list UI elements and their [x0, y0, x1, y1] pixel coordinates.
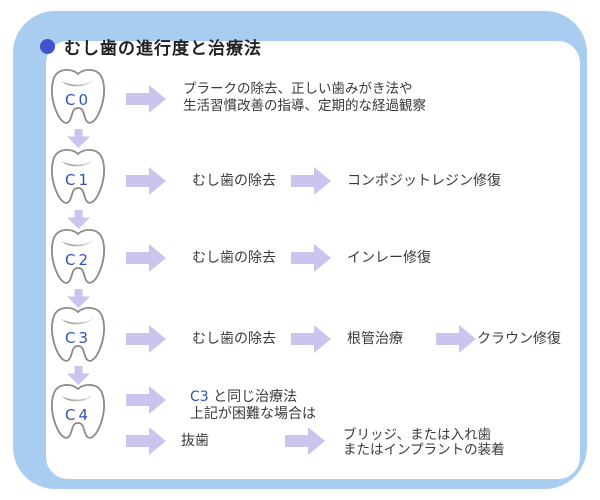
treatment-c4-alt: C3 と同じ治療法 上記が困難な場合は [190, 389, 316, 423]
treatment-c0: プラークの除去、正しい歯みがき法や 生活習慣改善の指導、定期的な経過観察 [183, 81, 426, 115]
stage-label-c4: C4 [65, 406, 91, 424]
treatment-c4-step2-line2: またはインプラントの装着 [343, 442, 505, 458]
arrow-down-icon-c0-c1 [67, 129, 90, 148]
page-title: むし歯の進行度と治療法 [64, 39, 262, 59]
bullet-icon [40, 39, 55, 54]
stage-label-c3: C3 [65, 329, 91, 347]
treatment-c3-step3: クラウン修復 [477, 331, 561, 347]
treatment-c4-step2-line1: ブリッジ、または入れ歯 [343, 427, 492, 443]
arrow-right-icon-c4-1 [126, 385, 166, 415]
treatment-c0-line2: 生活習慣改善の指導、定期的な経過観察 [183, 98, 426, 114]
tooth-c0: C0 [42, 66, 114, 128]
arrow-right-icon-c1-1 [126, 166, 166, 196]
tooth-c1: C1 [42, 146, 114, 208]
arrow-right-icon-c4-3 [285, 426, 325, 456]
treatment-c2-step2: インレー修復 [347, 250, 431, 266]
arrow-right-icon-c2-2 [291, 243, 331, 273]
arrow-right-icon-c3-3 [436, 324, 476, 354]
stage-ref-c3: C3 [190, 389, 209, 405]
stage-label-c0: C0 [65, 91, 91, 109]
tooth-c4: C4 [42, 381, 114, 443]
treatment-c0-line1: プラークの除去、正しい歯みがき法や [183, 81, 413, 97]
treatment-c1-step1: むし歯の除去 [192, 173, 276, 189]
treatment-c4-alt-line2: 上記が困難な場合は [190, 406, 316, 422]
treatment-c4-step2: ブリッジ、または入れ歯 またはインプラントの装着 [343, 428, 505, 458]
stage-label-c2: C2 [65, 251, 91, 269]
treatment-c3-step1: むし歯の除去 [192, 331, 276, 347]
treatment-c1-step2: コンポジットレジン修復 [347, 173, 501, 189]
stage-label-c1: C1 [65, 171, 91, 189]
arrow-right-icon-c2-1 [126, 243, 166, 273]
treatment-c2-step1: むし歯の除去 [192, 250, 276, 266]
arrow-right-icon-c1-2 [291, 166, 331, 196]
arrow-down-icon-c3-c4 [67, 366, 90, 385]
arrow-down-icon-c2-c3 [67, 289, 90, 308]
tooth-c2: C2 [42, 226, 114, 288]
arrow-right-icon-c0-1 [126, 84, 166, 114]
arrow-down-icon-c1-c2 [67, 210, 90, 229]
treatment-c4-alt-line1: C3 と同じ治療法 [190, 389, 316, 406]
diagram-title-row: むし歯の進行度と治療法 [40, 34, 262, 59]
treatment-c3-step2: 根管治療 [347, 331, 403, 347]
tooth-c3: C3 [42, 304, 114, 366]
treatment-c4-alt-line1-rest: と同じ治療法 [208, 389, 298, 405]
arrow-right-icon-c4-2 [126, 426, 166, 456]
treatment-c4-step1: 抜歯 [181, 433, 209, 449]
arrow-right-icon-c3-2 [291, 324, 331, 354]
arrow-right-icon-c3-1 [126, 324, 166, 354]
